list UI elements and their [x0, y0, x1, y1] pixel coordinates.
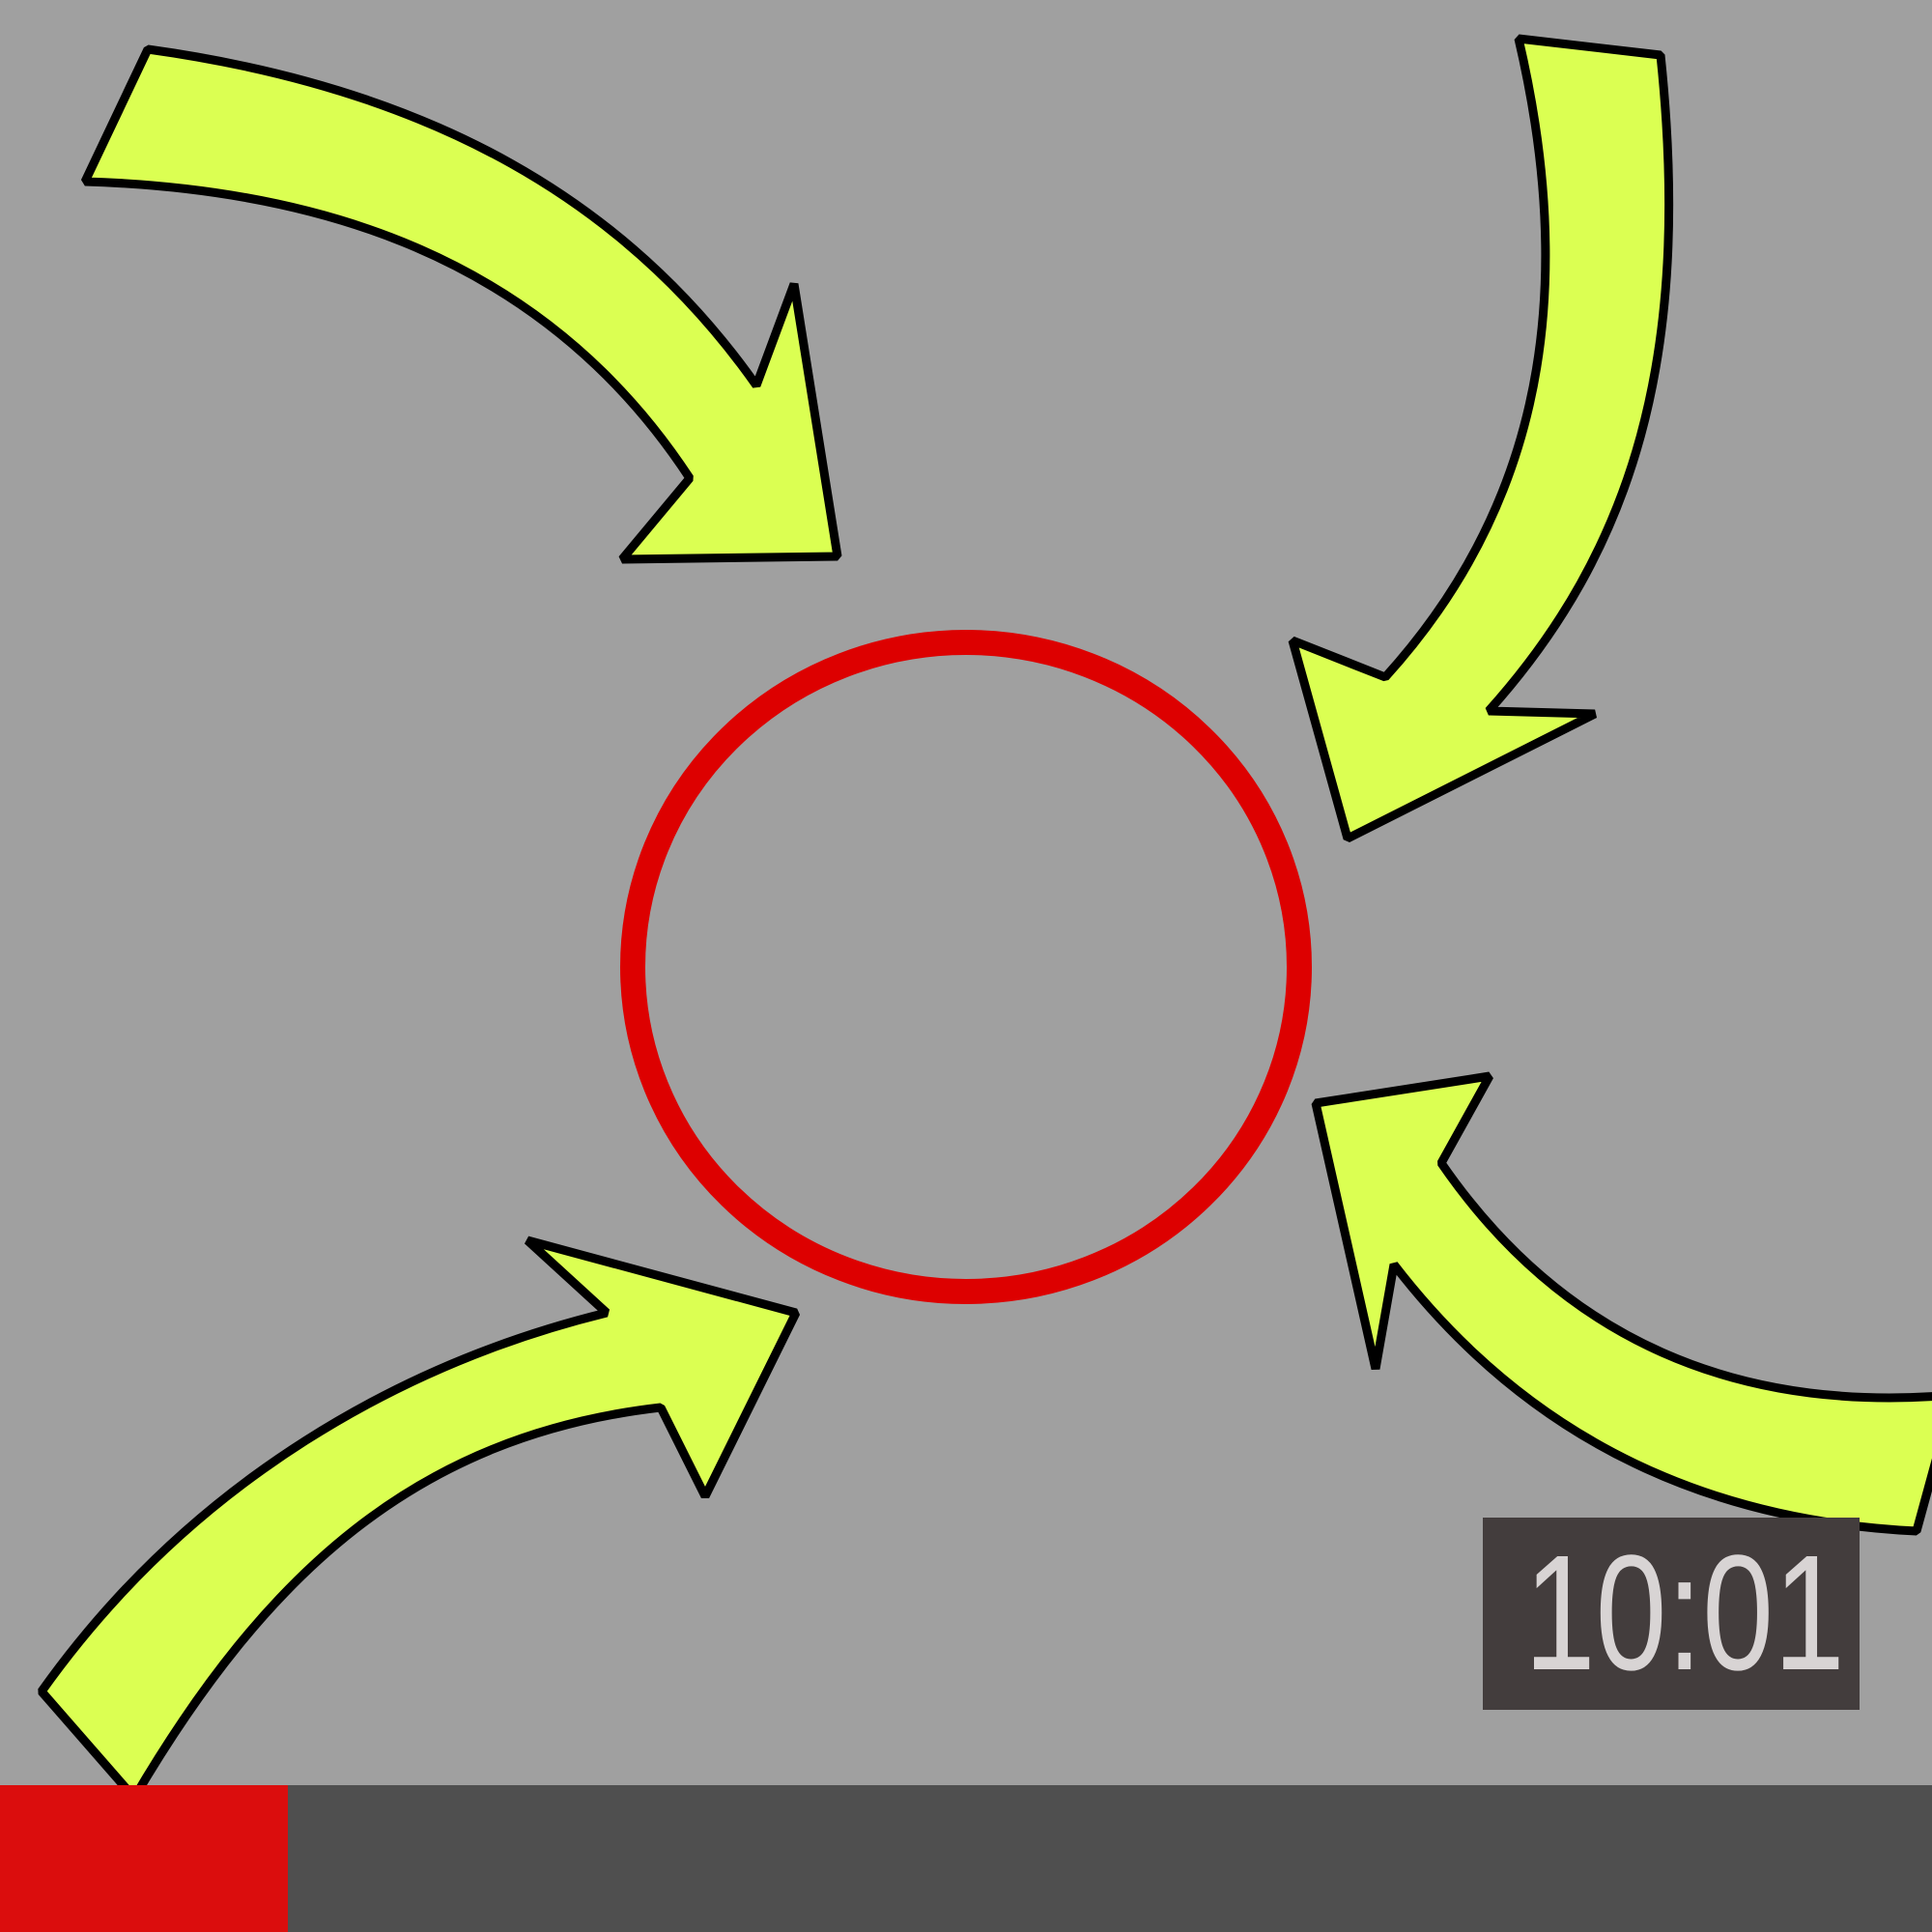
timer-display: [1483, 1518, 1860, 1710]
progress-fill: [0, 1785, 288, 1932]
arrow-bottom-right: [1311, 1071, 1932, 1536]
arrow-bottom-left: [38, 1236, 801, 1801]
progress-bar: [0, 1785, 1932, 1932]
timer-text: 10:01: [1523, 1521, 1845, 1705]
arrow-top-right: [1288, 34, 1674, 843]
target-ring: [620, 630, 1312, 1304]
arrow-top-left: [80, 44, 842, 564]
